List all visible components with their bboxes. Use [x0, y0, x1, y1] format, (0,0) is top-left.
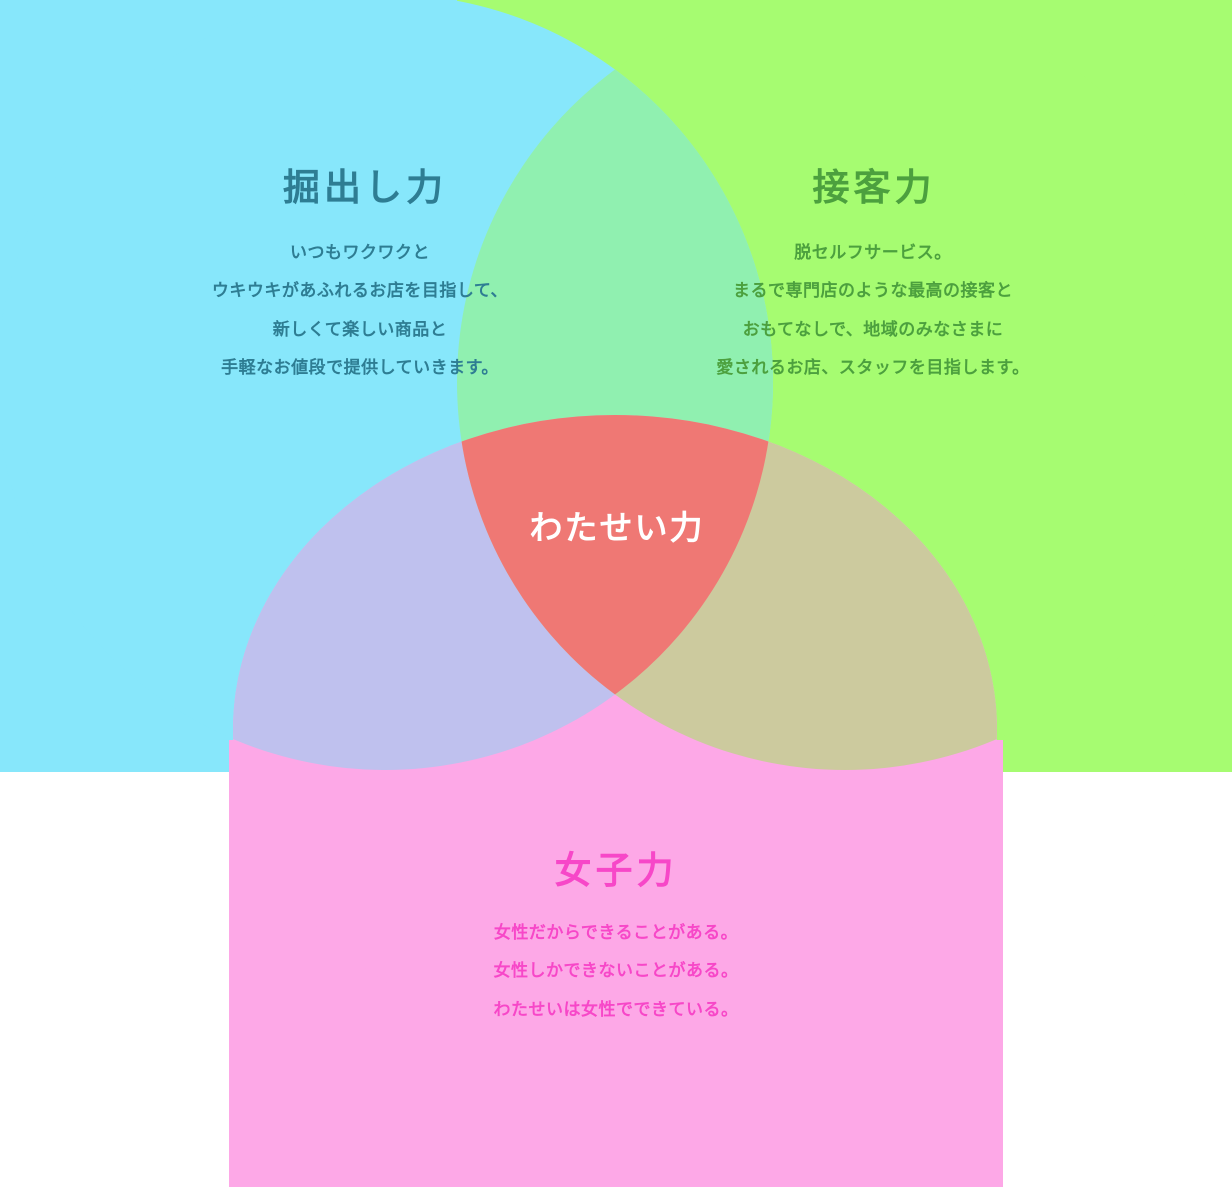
body-line: 女性しかできないことがある。	[493, 961, 739, 981]
body-line: ウキウキがあふれるお店を目指して、	[211, 281, 509, 301]
body-line: 愛されるお店、スタッフを目指します。	[716, 358, 1030, 378]
body-line: 新しくて楽しい商品と	[272, 319, 448, 339]
body-line: 女性だからできることがある。	[493, 923, 739, 942]
section-title-horidashi: 掘出し力	[283, 167, 447, 208]
section-title-sekkyaku: 接客力	[812, 167, 936, 208]
section-body-joshiryoku: 女性だからできることがある。 女性しかできないことがある。 わたせいは女性ででき…	[416, 914, 816, 1029]
center-label-wataseiryoku: わたせい力	[529, 509, 705, 546]
section-body-horidashi: いつもワクワクと ウキウキがあふれるお店を目指して、 新しくて楽しい商品と 手軽…	[160, 234, 560, 388]
body-line: いつもワクワクと	[290, 243, 430, 262]
section-body-sekkyaku: 脱セルフサービス。 まるで専門店のような最高の接客と おもてなしで、地域のみなさ…	[673, 234, 1073, 388]
body-line: まるで専門店のような最高の接客と	[733, 281, 1013, 301]
body-line: おもてなしで、地域のみなさまに	[742, 319, 1004, 339]
body-line: 手軽なお値段で提供していきます。	[221, 358, 499, 378]
body-line: 脱セルフサービス。	[794, 243, 952, 262]
section-title-joshiryoku: 女子力	[554, 850, 678, 891]
body-line: わたせいは女性でできている。	[493, 999, 739, 1019]
